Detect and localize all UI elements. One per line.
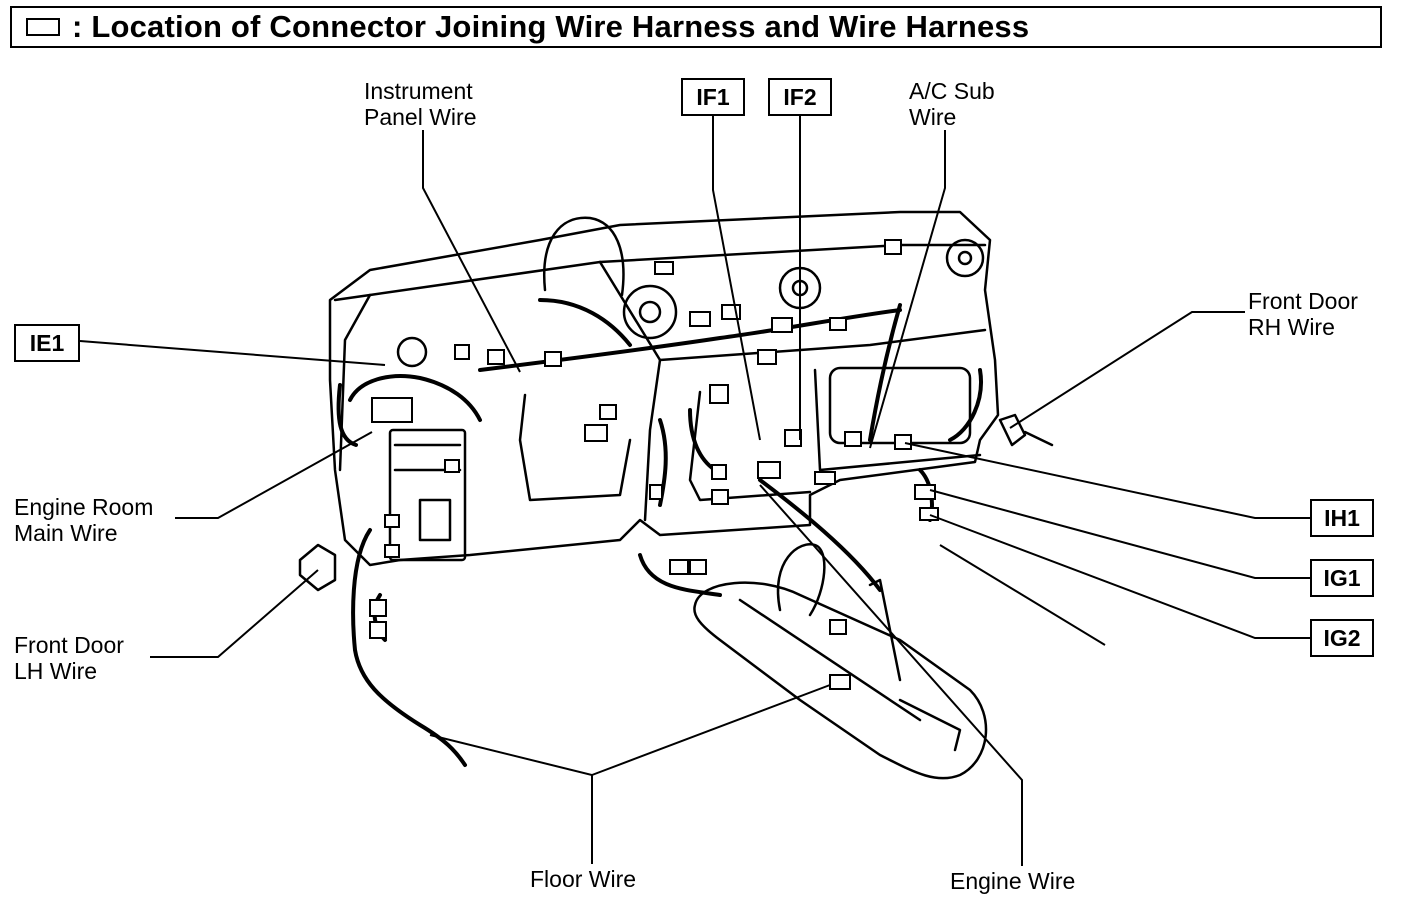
connector-tag-if1: IF1 bbox=[681, 78, 745, 116]
leader-engine-wire bbox=[759, 484, 1023, 866]
leader-ig1 bbox=[929, 489, 1310, 579]
leader-instrument-panel bbox=[422, 130, 521, 373]
leader-front-door-rh bbox=[1009, 311, 1245, 429]
connector-tag-if2: IF2 bbox=[768, 78, 832, 116]
label-front-door-lh-wire: Front Door LH Wire bbox=[14, 632, 124, 684]
center-console bbox=[693, 581, 988, 780]
connector-tag-ie1: IE1 bbox=[14, 324, 80, 362]
label-ac-sub-wire: A/C Sub Wire bbox=[909, 78, 995, 130]
page-title: : Location of Connector Joining Wire Har… bbox=[72, 9, 1030, 44]
connector-tag-ig2: IG2 bbox=[1310, 619, 1374, 657]
leader-ie1 bbox=[79, 340, 386, 366]
label-floor-wire: Floor Wire bbox=[530, 866, 637, 892]
leader-floor-wire bbox=[429, 684, 831, 864]
leader-engine-room-main bbox=[175, 431, 373, 519]
leader-ig2 bbox=[929, 514, 1310, 639]
junction-block bbox=[388, 428, 467, 562]
connector-legend-box-icon bbox=[26, 18, 60, 36]
dashboard-outline bbox=[328, 210, 1000, 567]
connector-tag-ig1: IG1 bbox=[1310, 559, 1374, 597]
label-engine-wire: Engine Wire bbox=[950, 868, 1076, 894]
leader-ih1 bbox=[904, 442, 1310, 519]
leader-front-door-lh bbox=[150, 569, 319, 658]
label-engine-room-main-wire: Engine Room Main Wire bbox=[14, 494, 154, 546]
leader-if1 bbox=[712, 116, 761, 441]
connector-tag-ih1: IH1 bbox=[1310, 499, 1374, 537]
label-front-door-rh-wire: Front Door RH Wire bbox=[1248, 288, 1358, 340]
page-header: : Location of Connector Joining Wire Har… bbox=[10, 6, 1382, 48]
label-instrument-panel-wire: Instrument Panel Wire bbox=[364, 78, 477, 130]
leader-ac-sub bbox=[869, 130, 946, 449]
